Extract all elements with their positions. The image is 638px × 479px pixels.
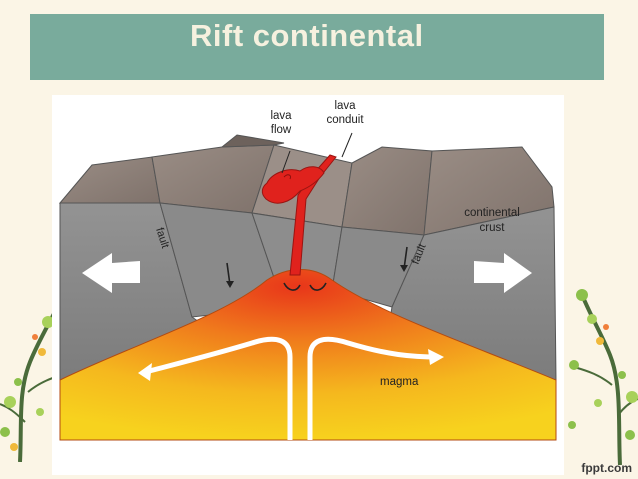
watermark: fppt.com [581, 461, 632, 475]
extension-arrow-left [82, 253, 140, 293]
lava-flow [261, 166, 325, 204]
label-lava-conduit-1: lava [334, 100, 356, 112]
left-crust-top [58, 156, 161, 204]
title-bar: Rift continental [30, 14, 604, 80]
label-lava-conduit-2: conduit [326, 114, 364, 126]
label-magma: magma [380, 376, 419, 388]
decorative-tree-right [568, 289, 638, 465]
label-lava-flow-1: lava [270, 110, 292, 122]
label-continental-crust-1: continental [464, 207, 520, 219]
convection-arrow-left [141, 336, 293, 440]
convection-arrow-right [307, 336, 439, 440]
right-step-block [341, 146, 433, 236]
decorative-tree-left [0, 301, 67, 462]
label-continental-crust-2: crust [480, 222, 506, 234]
rift-illustration: lava flow lava conduit continental crust… [58, 100, 557, 441]
label-lava-flow-2: flow [271, 124, 292, 136]
slide-title: Rift continental [190, 18, 424, 53]
rift-diagram: lava flow lava conduit continental crust… [52, 95, 564, 475]
extension-arrow-right [474, 253, 532, 293]
